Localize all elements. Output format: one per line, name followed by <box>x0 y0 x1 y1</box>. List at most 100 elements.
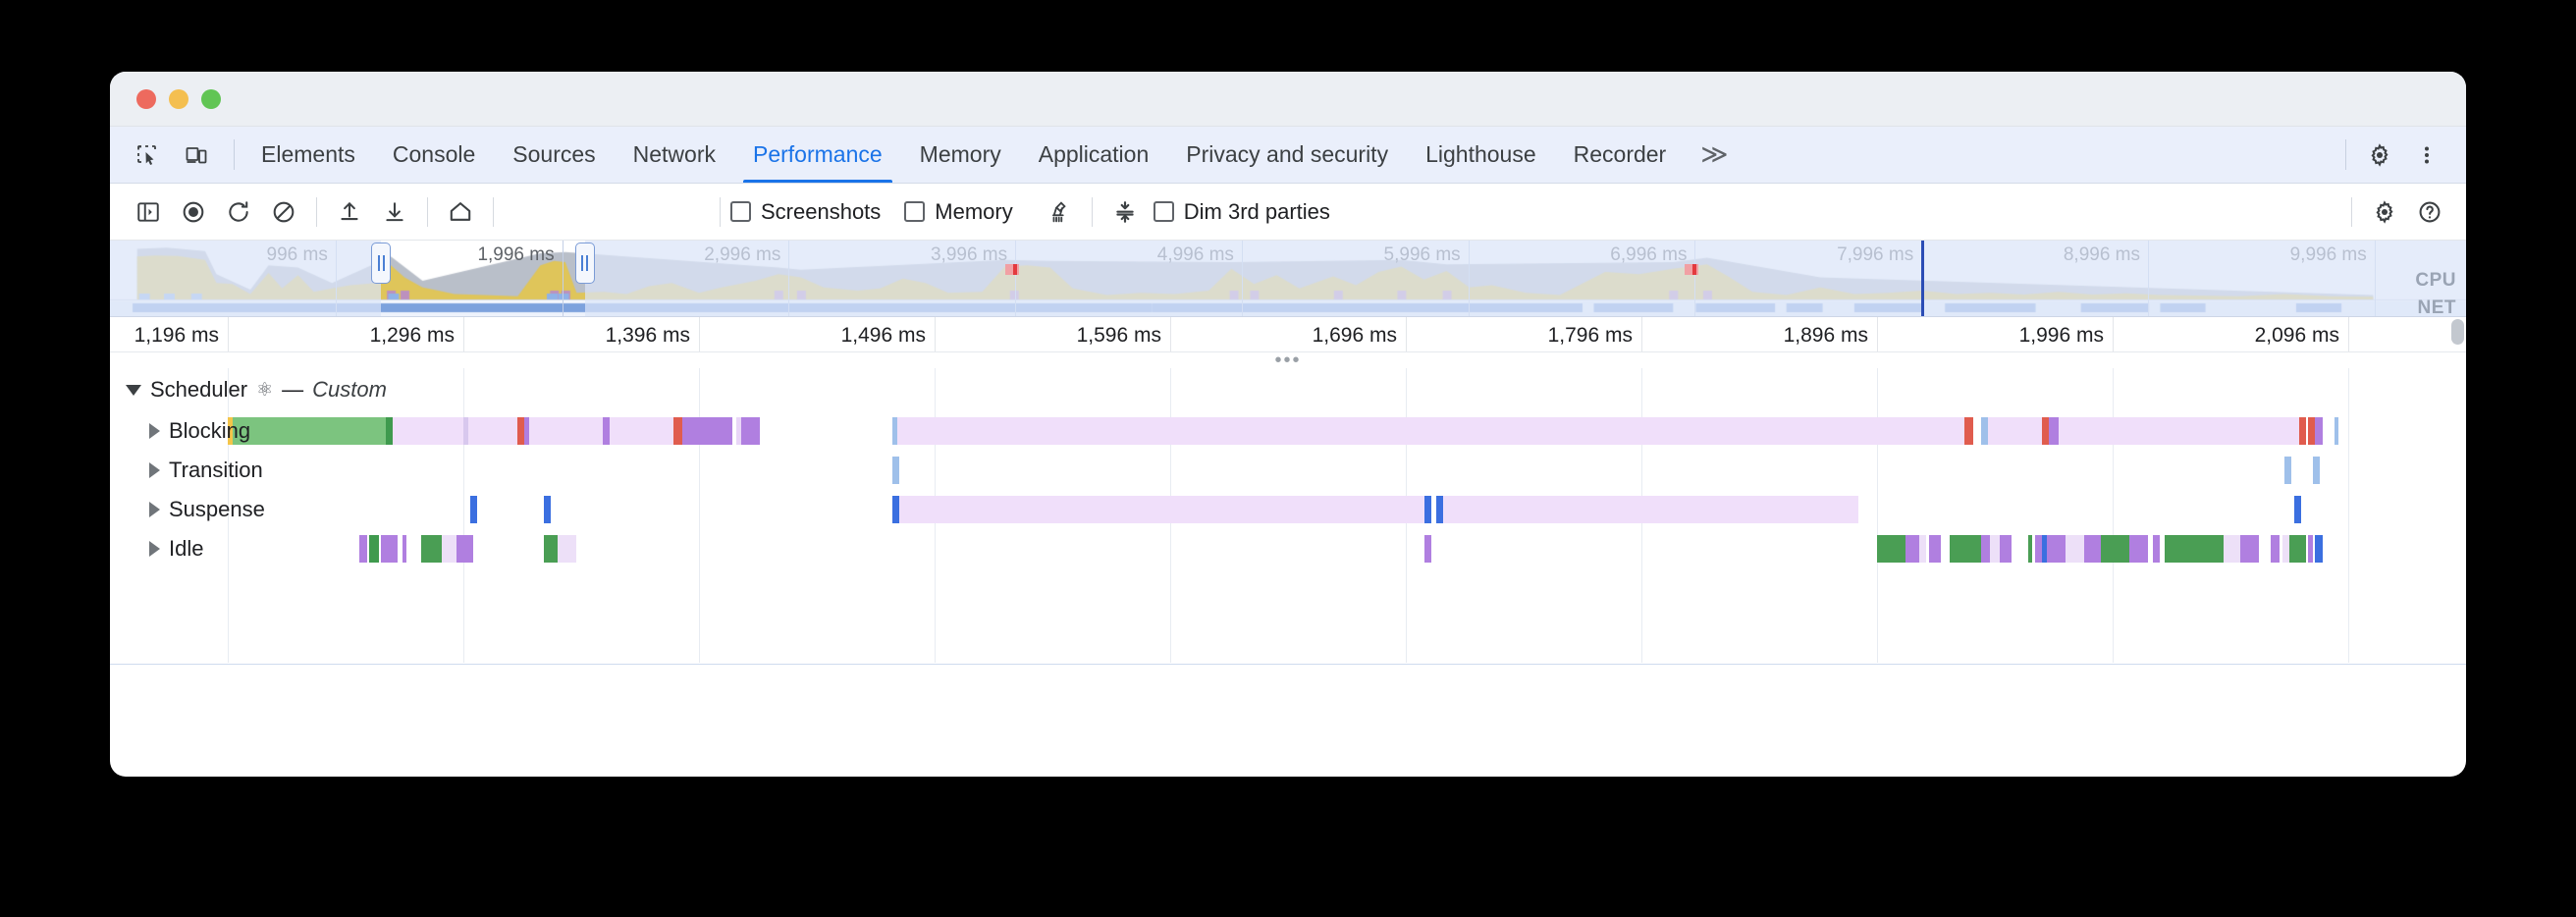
flame-span[interactable] <box>1877 535 1905 563</box>
flame-span[interactable] <box>558 535 577 563</box>
tab-privacy-and-security[interactable]: Privacy and security <box>1167 127 1407 183</box>
track-label-suspense[interactable]: Suspense <box>110 490 265 529</box>
flame-span[interactable] <box>2239 535 2259 563</box>
flame-span[interactable] <box>1950 535 1981 563</box>
flame-span[interactable] <box>609 417 673 445</box>
chevron-right-icon[interactable] <box>149 541 160 557</box>
flame-span[interactable] <box>891 496 899 523</box>
tab-elements[interactable]: Elements <box>242 127 374 183</box>
track-group-label[interactable]: Scheduler ⚛ — Custom <box>110 368 387 411</box>
collapse-tracks-icon[interactable] <box>1102 190 1148 234</box>
capture-settings-gear-icon[interactable] <box>2362 190 2407 234</box>
flame-span[interactable] <box>524 417 530 445</box>
resize-handle-strip[interactable]: ••• <box>110 350 2466 371</box>
tab-memory[interactable]: Memory <box>901 127 1020 183</box>
upload-profile-icon[interactable] <box>327 190 372 234</box>
flame-span[interactable] <box>2034 535 2042 563</box>
screenshots-checkbox-box[interactable] <box>730 201 751 222</box>
tab-network[interactable]: Network <box>615 127 734 183</box>
tab-recorder[interactable]: Recorder <box>1555 127 1686 183</box>
flame-span[interactable] <box>1443 496 1858 523</box>
flame-span[interactable] <box>2298 417 2306 445</box>
flame-span[interactable] <box>1980 535 1991 563</box>
flame-span[interactable] <box>467 417 518 445</box>
overview-error-marker[interactable] <box>1685 264 1699 275</box>
collect-garbage-icon[interactable] <box>1037 190 1082 234</box>
flame-span[interactable] <box>2046 535 2066 563</box>
flame-span[interactable] <box>420 535 443 563</box>
dim-3rd-parties-checkbox-box[interactable] <box>1153 201 1174 222</box>
flame-span[interactable] <box>2334 417 2339 445</box>
window-minimize-button[interactable] <box>169 88 188 109</box>
more-tabs-chevron-icon[interactable]: ≫ <box>1685 127 1744 183</box>
overview-error-marker[interactable] <box>1005 264 1020 275</box>
flame-span[interactable] <box>896 417 1964 445</box>
flame-span[interactable] <box>543 535 558 563</box>
flame-span[interactable] <box>2315 535 2323 563</box>
flame-span[interactable] <box>463 417 468 445</box>
flame-span[interactable] <box>402 535 407 563</box>
flame-span[interactable] <box>2128 535 2148 563</box>
flame-span[interactable] <box>2284 457 2292 484</box>
flame-span[interactable] <box>2308 417 2316 445</box>
flame-span[interactable] <box>2223 535 2240 563</box>
window-zoom-button[interactable] <box>201 88 221 109</box>
flame-span[interactable] <box>2313 457 2321 484</box>
flame-span[interactable] <box>2289 535 2306 563</box>
flame-span[interactable] <box>1424 496 1432 523</box>
flame-span[interactable] <box>2270 535 2281 563</box>
help-icon[interactable] <box>2407 190 2452 234</box>
flame-span[interactable] <box>899 496 1425 523</box>
overview-time-cursor[interactable] <box>1921 241 1925 316</box>
download-profile-icon[interactable] <box>372 190 417 234</box>
flame-span[interactable] <box>2066 535 2085 563</box>
tracks-resize-handle[interactable]: ••• <box>110 350 2466 371</box>
track-label-transition[interactable]: Transition <box>110 451 263 490</box>
window-close-button[interactable] <box>136 88 156 109</box>
flame-span[interactable] <box>381 535 398 563</box>
flame-span[interactable] <box>442 535 456 563</box>
flame-span[interactable] <box>2084 535 2101 563</box>
flame-span[interactable] <box>1436 496 1444 523</box>
flame-span[interactable] <box>2101 535 2129 563</box>
flame-span[interactable] <box>232 417 386 445</box>
flame-span[interactable] <box>529 417 603 445</box>
flame-span[interactable] <box>2042 417 2050 445</box>
flame-span[interactable] <box>741 417 761 445</box>
dim-3rd-parties-checkbox[interactable]: Dim 3rd parties <box>1153 199 1330 225</box>
flame-span[interactable] <box>602 417 610 445</box>
flame-span[interactable] <box>385 417 393 445</box>
device-toolbar-icon[interactable] <box>175 134 218 177</box>
flame-span[interactable] <box>736 417 742 445</box>
track-row-transition[interactable]: Transition <box>110 451 2466 490</box>
flame-span[interactable] <box>2315 417 2323 445</box>
flame-span[interactable] <box>2058 417 2299 445</box>
chevron-right-icon[interactable] <box>149 502 160 517</box>
home-icon[interactable] <box>438 190 483 234</box>
tab-performance[interactable]: Performance <box>734 127 901 183</box>
flame-span[interactable] <box>1919 535 1927 563</box>
flame-span[interactable] <box>1990 535 2000 563</box>
inspect-element-icon[interactable] <box>126 134 169 177</box>
tab-console[interactable]: Console <box>374 127 494 183</box>
record-icon[interactable] <box>171 190 216 234</box>
flame-span[interactable] <box>2308 535 2313 563</box>
flame-span[interactable] <box>369 535 379 563</box>
flame-span[interactable] <box>517 417 525 445</box>
flame-span[interactable] <box>543 496 551 523</box>
flame-span[interactable] <box>359 535 367 563</box>
reload-and-record-icon[interactable] <box>216 190 261 234</box>
flame-span[interactable] <box>672 417 683 445</box>
tab-application[interactable]: Application <box>1020 127 1168 183</box>
flame-chart-tracks[interactable]: Scheduler ⚛ — Custom Blocking Transition <box>110 368 2466 702</box>
flame-span[interactable] <box>2293 496 2301 523</box>
flame-span[interactable] <box>1963 417 1974 445</box>
more-options-icon[interactable] <box>2405 134 2448 177</box>
screenshots-checkbox[interactable]: Screenshots <box>730 199 881 225</box>
memory-checkbox-box[interactable] <box>904 201 926 222</box>
clear-icon[interactable] <box>261 190 306 234</box>
flame-span[interactable] <box>1905 535 1920 563</box>
settings-gear-icon[interactable] <box>2358 134 2401 177</box>
track-row-idle[interactable]: Idle <box>110 529 2466 568</box>
flame-span[interactable] <box>1928 535 1941 563</box>
